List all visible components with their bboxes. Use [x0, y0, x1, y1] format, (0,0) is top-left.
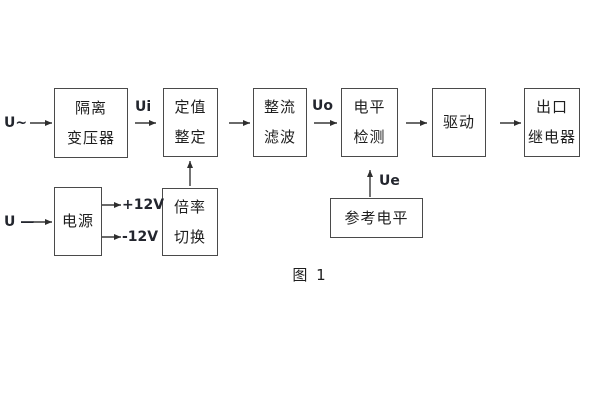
- signal-uo-label: Uo: [312, 98, 333, 114]
- block-label: 滤波: [263, 128, 296, 146]
- signal-dc-input-label: U —: [4, 214, 35, 230]
- block-label: 整定: [174, 128, 207, 146]
- block-rectifier-filter: 整流 滤波: [253, 88, 307, 157]
- block-label: 切换: [173, 227, 206, 246]
- signal-ue-label: Ue: [379, 173, 400, 189]
- signal-ac-input-label: U~: [4, 115, 28, 131]
- block-label: 变压器: [66, 128, 115, 147]
- block-label: 参考电平: [344, 208, 409, 227]
- block-label: 倍率: [173, 197, 206, 216]
- figure-caption: 图 1: [292, 266, 328, 284]
- signal-plus12v-label: +12V: [122, 197, 165, 213]
- block-power-supply: 电源: [54, 187, 102, 256]
- block-drive: 驱动: [432, 88, 486, 157]
- signal-minus12v-label: -12V: [122, 229, 159, 245]
- block-reference-level: 参考电平: [330, 198, 423, 238]
- block-label: 继电器: [527, 128, 576, 146]
- block-ratio-switch: 倍率 切换: [162, 188, 218, 256]
- block-label: 定值: [174, 98, 207, 116]
- block-setpoint-adjust: 定值 整定: [163, 88, 218, 157]
- block-label: 电平: [353, 98, 386, 116]
- block-label: 隔离: [74, 98, 107, 117]
- signal-ui-label: Ui: [135, 99, 152, 115]
- block-output-relay: 出口 继电器: [524, 88, 580, 157]
- block-label: 整流: [263, 98, 296, 116]
- block-level-detection: 电平 检测: [341, 88, 398, 157]
- block-label: 检测: [353, 128, 386, 146]
- block-isolation-transformer: 隔离 变压器: [54, 88, 128, 158]
- block-label: 驱动: [442, 113, 475, 131]
- block-label: 出口: [535, 98, 568, 116]
- block-label: 电源: [61, 212, 94, 230]
